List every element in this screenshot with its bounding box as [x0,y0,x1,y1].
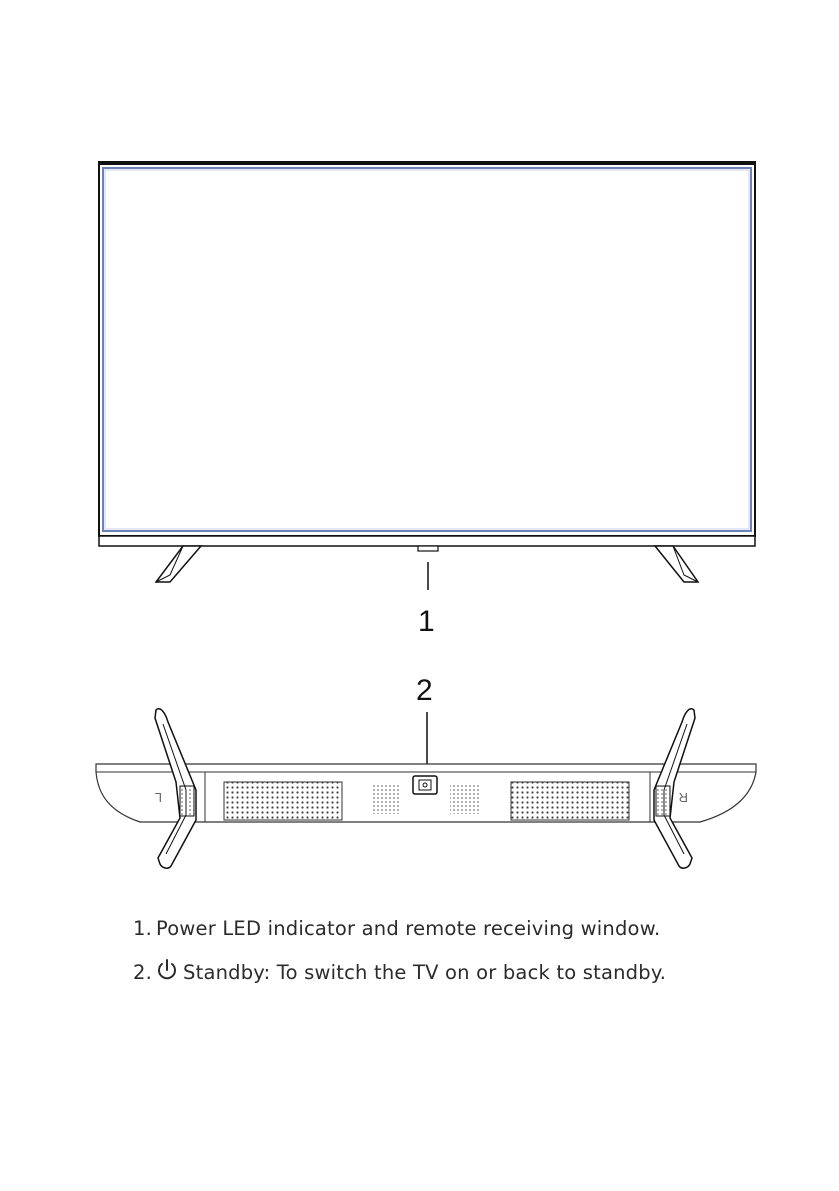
right-vent [450,785,479,814]
left-stand-front [156,546,201,582]
description-1-number: 1. [133,917,152,940]
ir-window [418,546,438,551]
tv-front-view [0,0,839,600]
description-2-number: 2. [133,961,152,984]
description-2-text: Standby: To switch the TV on or back to … [183,961,666,984]
description-1-text: Power LED indicator and remote receiving… [156,917,660,940]
left-vent [372,785,401,814]
tv-screen [103,168,751,531]
power-icon [156,958,178,987]
left-speaker-grille [224,782,342,820]
description-2: 2. Standby: To switch the TV on or back t… [133,958,666,987]
tv-bottom-bezel [99,536,755,546]
stand-label-left: L [155,790,162,805]
right-speaker-grille [511,782,629,820]
right-stand-front [655,546,698,582]
description-1: 1.Power LED indicator and remote receivi… [133,917,660,940]
callout-1-number: 1 [418,607,435,637]
stand-label-right: R [679,790,688,805]
standby-button [413,776,437,794]
